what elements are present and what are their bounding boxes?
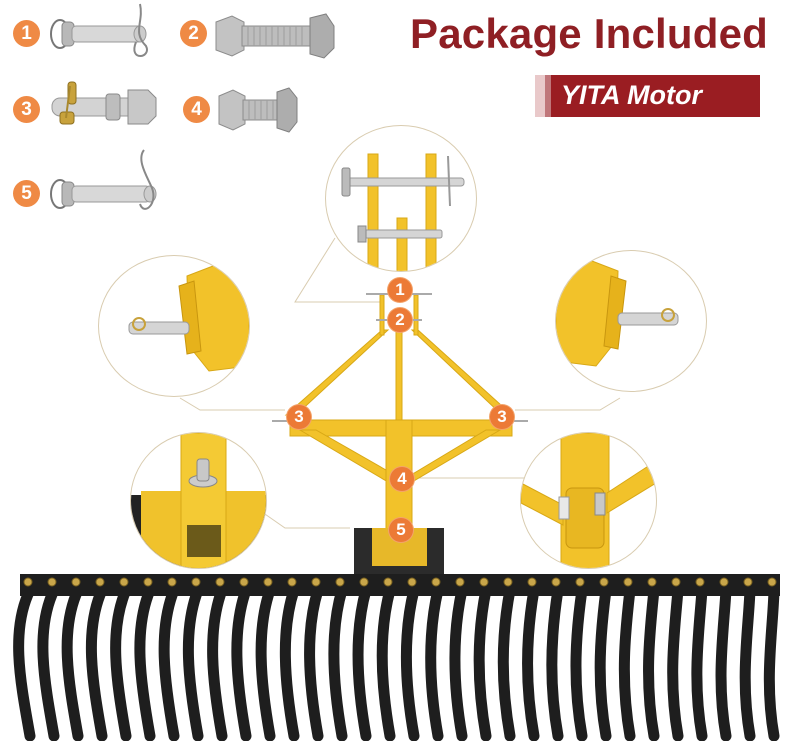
pin-with-linchpin-and-nut-icon: [51, 81, 157, 125]
diagram-label: 3: [287, 405, 311, 429]
long-hex-bolt-with-nut-icon: [215, 13, 335, 59]
clevis-pin-with-hitch-clip-icon: [50, 3, 148, 57]
part-number-badge: 1: [13, 20, 40, 47]
landscape-rake-tines: [13, 574, 780, 741]
brand-name: YITA Motor: [561, 80, 702, 110]
brand-logo: YITA Motor: [535, 75, 760, 117]
short-hex-bolt-with-nut-icon: [218, 87, 298, 133]
part-number-badge: 3: [13, 96, 40, 123]
center-bracket-bolt-icon: [521, 433, 656, 568]
part-number-badge: 4: [183, 96, 210, 123]
part-number-badge: 5: [13, 180, 40, 207]
left-lower-link-pin-icon: [128, 256, 249, 372]
diagram-label: 2: [388, 308, 412, 332]
page-title: Package Included: [410, 10, 769, 57]
part-number-badge: 2: [180, 20, 207, 47]
diagram-label: 1: [388, 278, 412, 302]
diagram-label: 3: [490, 405, 514, 429]
detail-inset-top-hitch: [325, 125, 477, 272]
diagram-label: 5: [389, 518, 413, 542]
right-lower-link-pin-icon: [556, 251, 679, 367]
detail-inset-right-pin: [555, 250, 707, 392]
clevis-pin-with-hitch-clip-icon: [50, 149, 157, 210]
diagram-label: 4: [390, 467, 414, 491]
top-hitch-pins-icon: [341, 153, 465, 271]
detail-inset-center-bracket: [520, 432, 657, 569]
detail-inset-left-pin: [98, 255, 250, 397]
